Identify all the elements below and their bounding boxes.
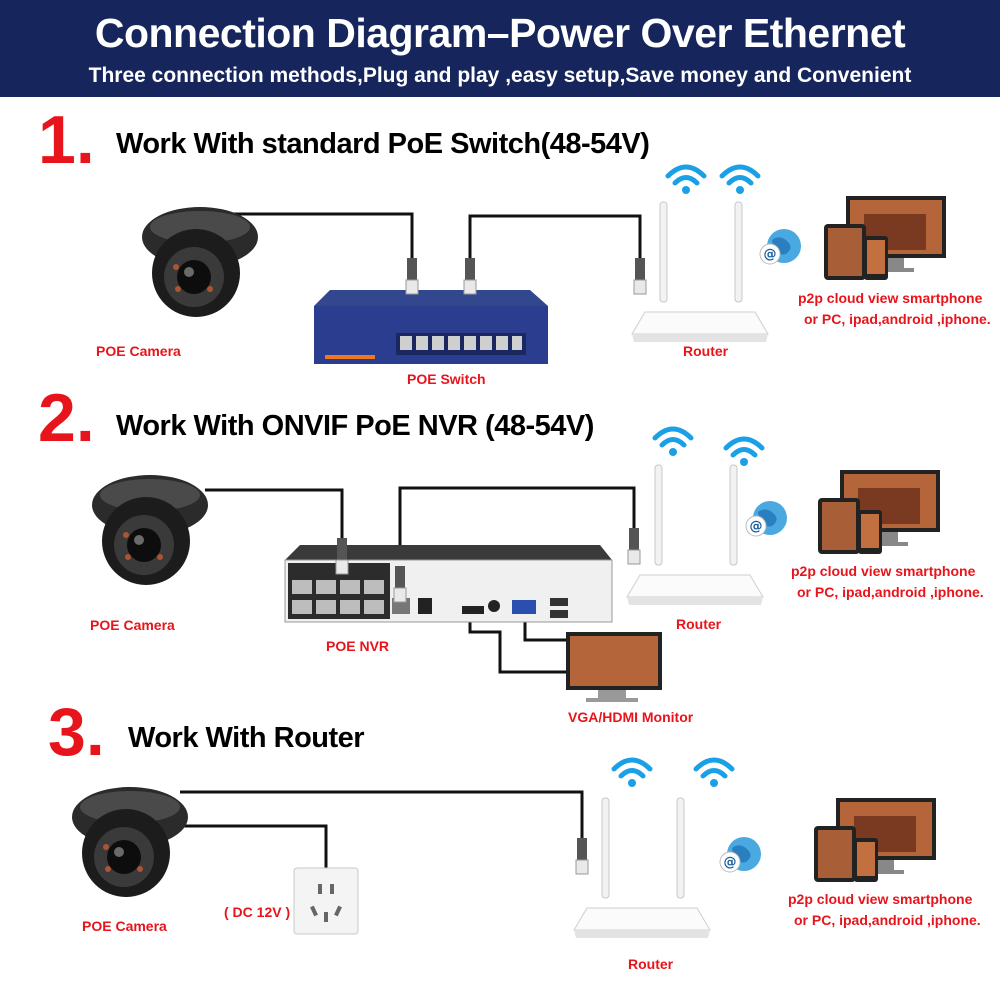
power-outlet-icon — [293, 867, 359, 935]
section-3-number: 3. — [48, 694, 105, 770]
dome-camera-icon — [142, 207, 258, 317]
section-3-camera-label: POE Camera — [82, 918, 167, 934]
page-title: Connection Diagram–Power Over Ethernet — [94, 10, 906, 56]
globe-icon — [759, 228, 802, 265]
section-2-nvr-label: POE NVR — [326, 638, 390, 654]
globe-icon — [745, 500, 788, 537]
wifi-icon — [655, 429, 691, 456]
header-banner — [0, 0, 1000, 97]
section-1-diagram — [142, 167, 946, 364]
section-3-view-label-line1: p2p cloud view smartphone — [788, 891, 973, 907]
section-3-power-label: ( DC 12V ) — [224, 904, 291, 920]
globe-icon — [719, 836, 762, 873]
section-2-title: Work With ONVIF PoE NVR (48-54V) — [116, 410, 594, 442]
section-1-switch-label: POE Switch — [407, 371, 486, 387]
section-3-view-label-line2: or PC, ipad,android ,iphone. — [794, 912, 981, 928]
section-3-diagram — [72, 760, 936, 939]
page-subtitle: Three connection methods,Plug and play ,… — [88, 64, 912, 87]
section-3-router-label: Router — [628, 956, 674, 972]
devices-icon — [814, 798, 936, 882]
devices-icon — [818, 470, 940, 554]
wifi-icon — [722, 167, 758, 194]
wifi-icon — [614, 760, 650, 787]
section-2-camera-label: POE Camera — [90, 617, 175, 633]
section-2-diagram — [92, 429, 940, 702]
section-1-camera-label: POE Camera — [96, 343, 181, 359]
section-3-title: Work With Router — [128, 722, 365, 754]
section-1-router-label: Router — [683, 343, 729, 359]
section-1-view-label-line1: p2p cloud view smartphone — [798, 290, 983, 306]
wifi-icon — [726, 439, 762, 466]
poe-switch-icon — [314, 290, 548, 364]
section-2-router-label: Router — [676, 616, 722, 632]
section-2-number: 2. — [38, 380, 95, 456]
monitor-icon — [566, 632, 662, 702]
devices-icon — [824, 196, 946, 280]
router-icon — [631, 201, 769, 343]
nvr-icon — [284, 545, 613, 623]
wifi-icon — [668, 167, 704, 194]
section-2-view-label-line1: p2p cloud view smartphone — [791, 563, 976, 579]
dome-camera-icon — [92, 475, 208, 585]
section-1-number: 1. — [38, 102, 95, 178]
section-2-monitor-label: VGA/HDMI Monitor — [568, 709, 694, 725]
section-1-title: Work With standard PoE Switch(48-54V) — [116, 128, 650, 160]
dome-camera-icon — [72, 787, 188, 897]
router-icon — [626, 464, 764, 606]
wifi-icon — [696, 760, 732, 787]
section-2-view-label-line2: or PC, ipad,android ,iphone. — [797, 584, 984, 600]
router-icon — [573, 797, 711, 939]
section-1-view-label-line2: or PC, ipad,android ,iphone. — [804, 311, 991, 327]
